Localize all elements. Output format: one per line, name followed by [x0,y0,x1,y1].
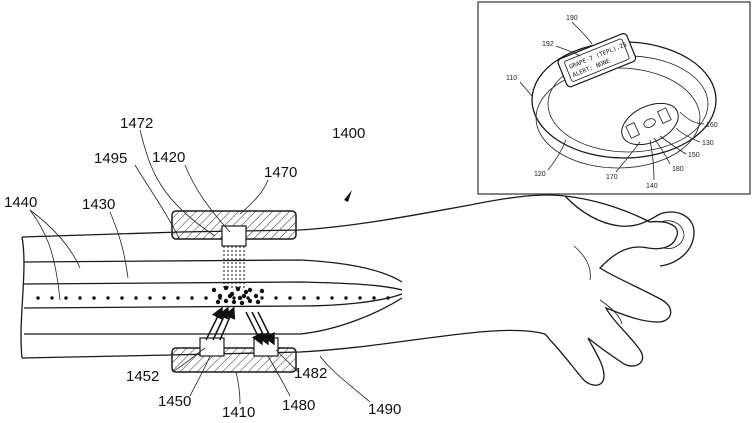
particle [372,296,376,300]
display-module: GRAPE-7 (TEPL).25 ALERT: NONE [557,33,637,88]
particle [330,296,334,300]
particle-cluster-dot [239,300,245,306]
particle [316,296,320,300]
bottom-detector-right [253,337,279,357]
particle-cluster-dot [247,287,253,293]
label-1470: 1470 [264,164,297,181]
arrow-down-1 [245,311,263,346]
label-130: 130 [702,140,714,147]
label-1480: 1480 [282,397,315,414]
particle-cluster-dot [211,287,217,293]
label-1440: 1440 [4,194,37,211]
particle-cluster-dot [223,285,229,291]
blood-particles [36,285,390,306]
arm-drawing [20,194,695,386]
particle [92,296,96,300]
label-1495: 1495 [94,150,127,167]
particle [78,296,82,300]
label-1410: 1410 [222,404,255,421]
particle-cluster-dot [237,295,243,301]
particle [190,296,194,300]
particle [162,296,166,300]
particle-cluster-dot [253,293,259,299]
finger-crease [599,299,623,325]
particle-cluster-dot [223,298,229,304]
inset-frame [477,1,751,195]
label-160: 160 [706,122,718,129]
particle [106,296,110,300]
particle [344,296,348,300]
particle [36,296,40,300]
particle-cluster-dot [217,293,223,299]
light-beam-dashed [223,246,245,288]
particle [386,296,390,300]
particle-cluster-dot [241,293,247,299]
label-192: 192 [542,41,554,48]
forearm-lower-edge [21,329,546,359]
label-140: 140 [646,183,658,190]
label-180: 180 [672,166,684,173]
label-120: 120 [534,171,546,178]
label-1452: 1452 [126,368,159,385]
top-emitter-block [221,225,247,247]
vessel-lower-wall [24,297,403,335]
label-190: 190 [566,15,578,22]
particle-cluster-dot [255,299,261,305]
particle-cluster-dot [215,299,221,305]
hand-outline [544,195,678,386]
particle-cluster-dot [247,298,253,304]
particle [302,296,306,300]
particle [232,296,236,300]
particle [260,296,264,300]
forearm-upper-edge [21,194,566,238]
vessel-inner-upper [23,281,403,291]
leader-lines [29,129,371,405]
sensor-pad [621,102,679,146]
arrow-down-3 [257,311,275,346]
label-150: 150 [688,152,700,159]
particle [274,296,278,300]
particle [64,296,68,300]
label-170: 170 [606,174,618,181]
label-1472: 1472 [120,115,153,132]
light-arrows [205,306,275,346]
knuckle-line [573,245,591,281]
label-1450: 1450 [158,393,191,410]
thumb-outline [564,195,695,267]
figure-indicator-arrow [344,190,352,202]
arrow-up-3 [219,306,236,341]
label-110: 110 [506,75,517,82]
particle [120,296,124,300]
arrow-down-2 [251,311,269,346]
label-1420: 1420 [152,149,185,166]
label-1490: 1490 [368,401,401,418]
label-1430: 1430 [82,196,115,213]
particle-cluster-dot [259,288,265,294]
vessel-inner-lower [23,293,403,309]
particle [204,296,208,300]
particle [246,296,250,300]
particle-cluster-dot [235,286,241,292]
particle [176,296,180,300]
bottom-emitter-left [199,337,225,357]
particle-cluster-dot [243,289,249,295]
label-1400: 1400 [332,125,365,142]
inset-panel: GRAPE-7 (TEPL).25 ALERT: NONE 190 192 11… [477,1,751,195]
particle [358,296,362,300]
vessel-upper-wall [23,259,403,283]
particle [50,296,54,300]
thumb-nail [659,220,685,249]
particle [148,296,152,300]
label-1482: 1482 [294,365,327,382]
arrow-up-2 [212,306,229,341]
forearm-cut-end [20,236,25,359]
arrow-up-1 [205,306,223,341]
sensor-band [171,210,297,373]
particle [288,296,292,300]
particle-cluster-dot [231,299,237,305]
particle-cluster-dot [227,293,233,299]
particle [134,296,138,300]
main-labels: 1472 1495 1420 1470 1400 1440 1430 1452 … [4,115,401,421]
